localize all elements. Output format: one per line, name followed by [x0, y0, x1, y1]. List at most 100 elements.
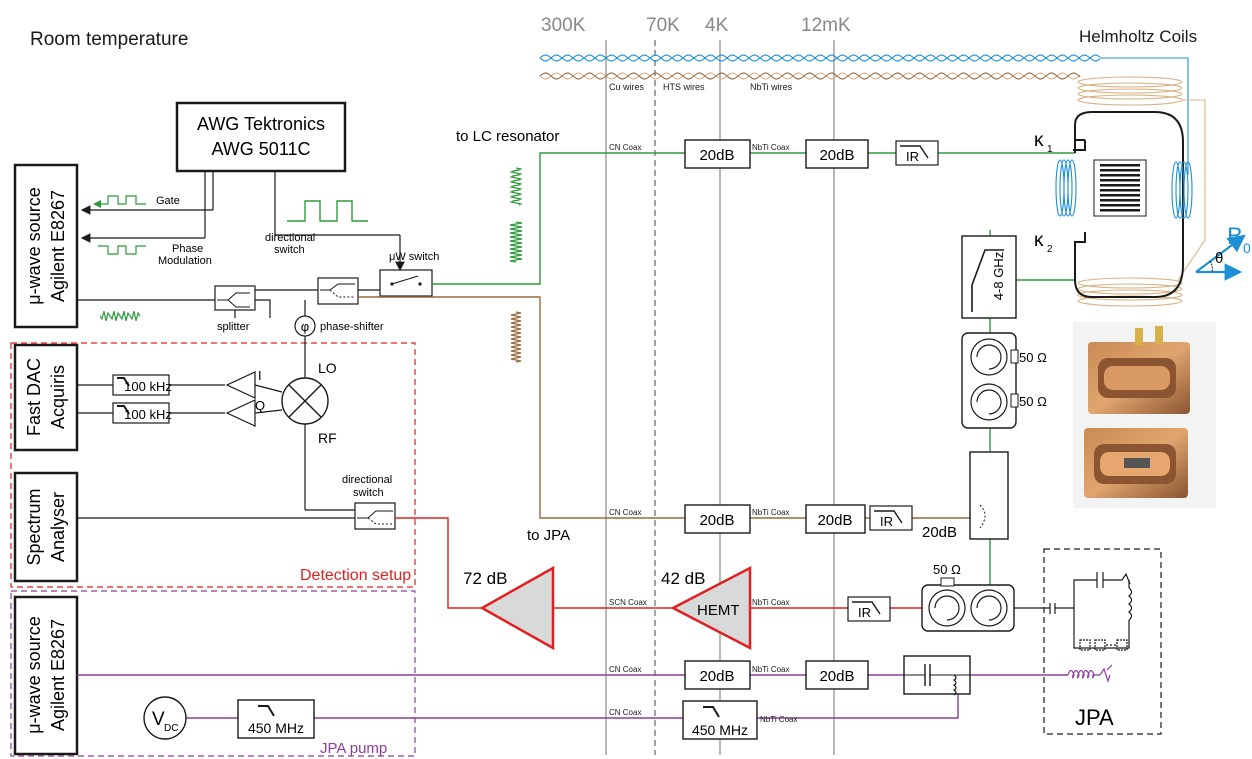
- spectrum-analyser-name: Spectrum: [24, 488, 44, 565]
- cavity-photo: [1073, 322, 1216, 508]
- directional-top-line1: directional: [265, 232, 315, 244]
- jpa-line: [358, 297, 970, 518]
- phase-shifter-icon: φ: [295, 316, 315, 336]
- cn-coax-dc: CN Coax: [609, 708, 641, 717]
- uw-switch-label: μW switch: [389, 251, 439, 263]
- directional-switch-bottom-icon: [355, 503, 395, 529]
- att-20db-jpa-mk-label: 20dB: [817, 512, 852, 529]
- i-port-label: I: [258, 368, 262, 383]
- capacitor-finger: [1100, 164, 1140, 167]
- phase-shifter-label: phase-shifter: [320, 321, 384, 333]
- cu-wires-label: Cu wires: [609, 82, 645, 92]
- mw-source-box[interactable]: μ-wave source Agilent E8267: [15, 165, 77, 327]
- ir-filter-jpa: IR: [870, 506, 912, 530]
- capacitor-finger: [1100, 174, 1140, 177]
- capacitor-finger: [1100, 184, 1140, 187]
- helmholtz-coil-left-icon: [1056, 160, 1076, 216]
- kappa2-label: κ: [1034, 230, 1044, 251]
- att-20db-pump-4k-label: 20dB: [699, 668, 734, 685]
- phi-symbol: φ: [301, 319, 309, 334]
- spectrum-analyser-box[interactable]: Spectrum Analyser: [15, 473, 77, 581]
- capacitor-finger: [1100, 189, 1140, 192]
- splitter-icon: [215, 286, 255, 310]
- filter-450-room-label: 450 MHz: [248, 720, 304, 736]
- detection-setup-label: Detection setup: [300, 567, 411, 584]
- helmholtz-coil-top-icon: [1078, 77, 1182, 105]
- pump-ground-icon: [1100, 665, 1112, 681]
- directional-bottom-line2: switch: [353, 487, 384, 499]
- stage-12mk-label: 12mK: [801, 15, 851, 36]
- lowpass-450-room: 450 MHz: [238, 700, 314, 738]
- jpa-circuit-icon: [1050, 572, 1132, 650]
- mw-wave-icon: [100, 311, 140, 321]
- capacitor-finger: [1100, 169, 1140, 172]
- to-lc-label: to LC resonator: [456, 128, 559, 145]
- gain-72db-label: 72 dB: [463, 569, 507, 588]
- vdc-source-icon: V DC: [144, 697, 186, 739]
- att-20db-jpa-4k-label: 20dB: [699, 512, 734, 529]
- kappa2-sub: 2: [1047, 244, 1053, 255]
- ir-drive-label: IR: [906, 149, 919, 164]
- lo-port-label: LO: [318, 360, 337, 376]
- stage-4k-label: 4K: [705, 15, 729, 36]
- b0-sub: 0: [1243, 240, 1251, 256]
- att-20db-pump-mk: 20dB: [806, 661, 868, 689]
- att-20db-drive-mk-label: 20dB: [819, 147, 854, 164]
- gate-label: Gate: [156, 195, 180, 207]
- cn-coax-jpa: CN Coax: [609, 508, 641, 517]
- nbti-coax-readout: NbTi Coax: [752, 598, 790, 607]
- att-20db-pump-mk-label: 20dB: [819, 668, 854, 685]
- capacitor-finger: [1100, 179, 1140, 182]
- capacitor-finger: [1100, 209, 1140, 212]
- ohm50-mid-label: 50 Ω: [1019, 394, 1047, 409]
- filter-100k-i-label: 100 kHz: [124, 379, 172, 394]
- splitter-label: splitter: [217, 321, 250, 333]
- att-20db-jpa-mk: 20dB: [806, 505, 865, 533]
- capacitor-finger: [1100, 199, 1140, 202]
- coupler-20db-label: 20dB: [922, 524, 957, 541]
- kappa1-sub: 1: [1047, 144, 1053, 155]
- nbti-wires-label: NbTi wires: [750, 82, 793, 92]
- ir-filter-drive: IR: [896, 141, 938, 165]
- bandpass-filter-icon: 4-8 GHz: [962, 236, 1016, 318]
- awg-model: AWG 5011C: [211, 139, 310, 159]
- fast-dac-model: Acquiris: [48, 365, 68, 429]
- pump-source-name: μ-wave source: [24, 616, 44, 733]
- ir-jpa-label: IR: [880, 514, 893, 529]
- bandpass-label: 4-8 GHz: [991, 252, 1006, 300]
- jpa-pump-label: JPA pump: [320, 740, 387, 757]
- pump-source-box[interactable]: μ-wave source Agilent E8267: [15, 597, 77, 754]
- bias-tee-icon: [904, 656, 970, 695]
- b0-label: B: [1227, 223, 1243, 250]
- nbti-coax-pump: NbTi Coax: [752, 665, 790, 674]
- stage-300k-label: 300K: [541, 15, 586, 36]
- awg-box[interactable]: AWG Tektronics AWG 5011C: [177, 103, 345, 171]
- hts-wires-label: HTS wires: [663, 82, 705, 92]
- theta-label: θ: [1215, 250, 1223, 267]
- helmholtz-coils-label: Helmholtz Coils: [1079, 27, 1197, 46]
- nbti-coax-jpa: NbTi Coax: [752, 508, 790, 517]
- drive-signal-icon-2: [510, 222, 522, 262]
- circulator-stack-icon: [962, 333, 1018, 428]
- i-amplifier-icon: [227, 372, 255, 398]
- modulation-label: Modulation: [158, 255, 212, 267]
- iq-mixer-icon: [282, 378, 328, 424]
- kappa1-label: κ: [1034, 130, 1044, 151]
- drive-signal-icon: [511, 168, 521, 205]
- cn-coax-pump: CN Coax: [609, 665, 641, 674]
- pump-source-model: Agilent E8267: [48, 619, 68, 731]
- att-20db-drive-4k: 20dB: [685, 140, 750, 168]
- double-circulator-icon: [922, 578, 1014, 631]
- directional-top-line2: switch: [274, 244, 305, 256]
- fast-dac-box[interactable]: Fast DAC Acquiris: [15, 345, 77, 450]
- directional-bottom-line1: directional: [342, 474, 392, 486]
- jpa-label: JPA: [1075, 705, 1114, 730]
- stage-70k-label: 70K: [646, 15, 680, 36]
- lowpass-450-cold: 450 MHz: [683, 701, 757, 739]
- spectrum-analyser-model: Analyser: [48, 492, 68, 562]
- att-20db-drive-mk: 20dB: [806, 140, 868, 168]
- scn-coax-readout: SCN Coax: [609, 598, 647, 607]
- coax-labels: CN Coax NbTi Coax CN Coax NbTi Coax SCN …: [609, 143, 798, 724]
- gain-42db-label: 42 dB: [661, 569, 705, 588]
